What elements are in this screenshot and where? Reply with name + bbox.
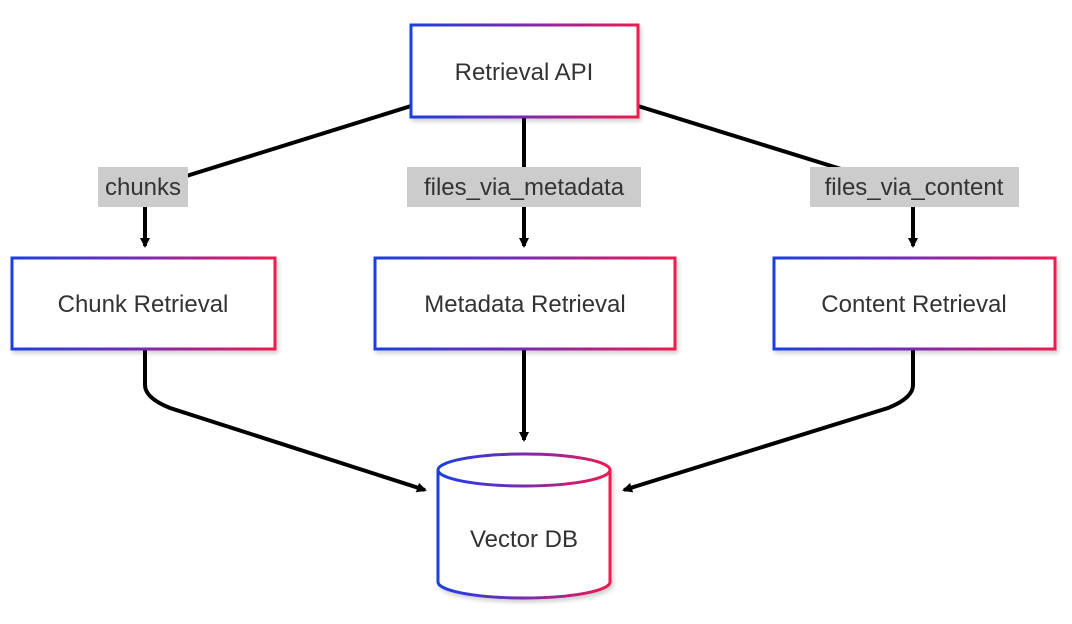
edge-chunk-to-db (143, 350, 427, 493)
node-content-retrieval[interactable]: Content Retrieval (772, 256, 1057, 351)
node-vector-db[interactable]: Vector DB (436, 452, 612, 600)
node-chunk-retrieval[interactable]: Chunk Retrieval (10, 256, 277, 351)
node-chunk-retrieval-label: Chunk Retrieval (58, 291, 229, 318)
node-metadata-retrieval[interactable]: Metadata Retrieval (373, 256, 677, 351)
node-content-retrieval-label: Content Retrieval (821, 291, 1006, 318)
node-metadata-retrieval-label: Metadata Retrieval (424, 291, 625, 318)
node-retrieval-api[interactable]: Retrieval API (409, 23, 640, 119)
edge-label-files-via-metadata: files_via_metadata (407, 167, 641, 207)
node-retrieval-api-label: Retrieval API (455, 59, 594, 86)
edge-label-files-via-content-text: files_via_content (825, 174, 1004, 201)
database-icon (436, 452, 612, 600)
edge-label-files-via-metadata-text: files_via_metadata (424, 174, 625, 201)
edge-content-to-db (622, 350, 915, 493)
node-vector-db-label: Vector DB (470, 526, 578, 553)
edge-label-chunks: chunks (98, 167, 188, 207)
edge-label-chunks-text: chunks (105, 174, 181, 201)
edge-label-files-via-content: files_via_content (810, 167, 1019, 207)
